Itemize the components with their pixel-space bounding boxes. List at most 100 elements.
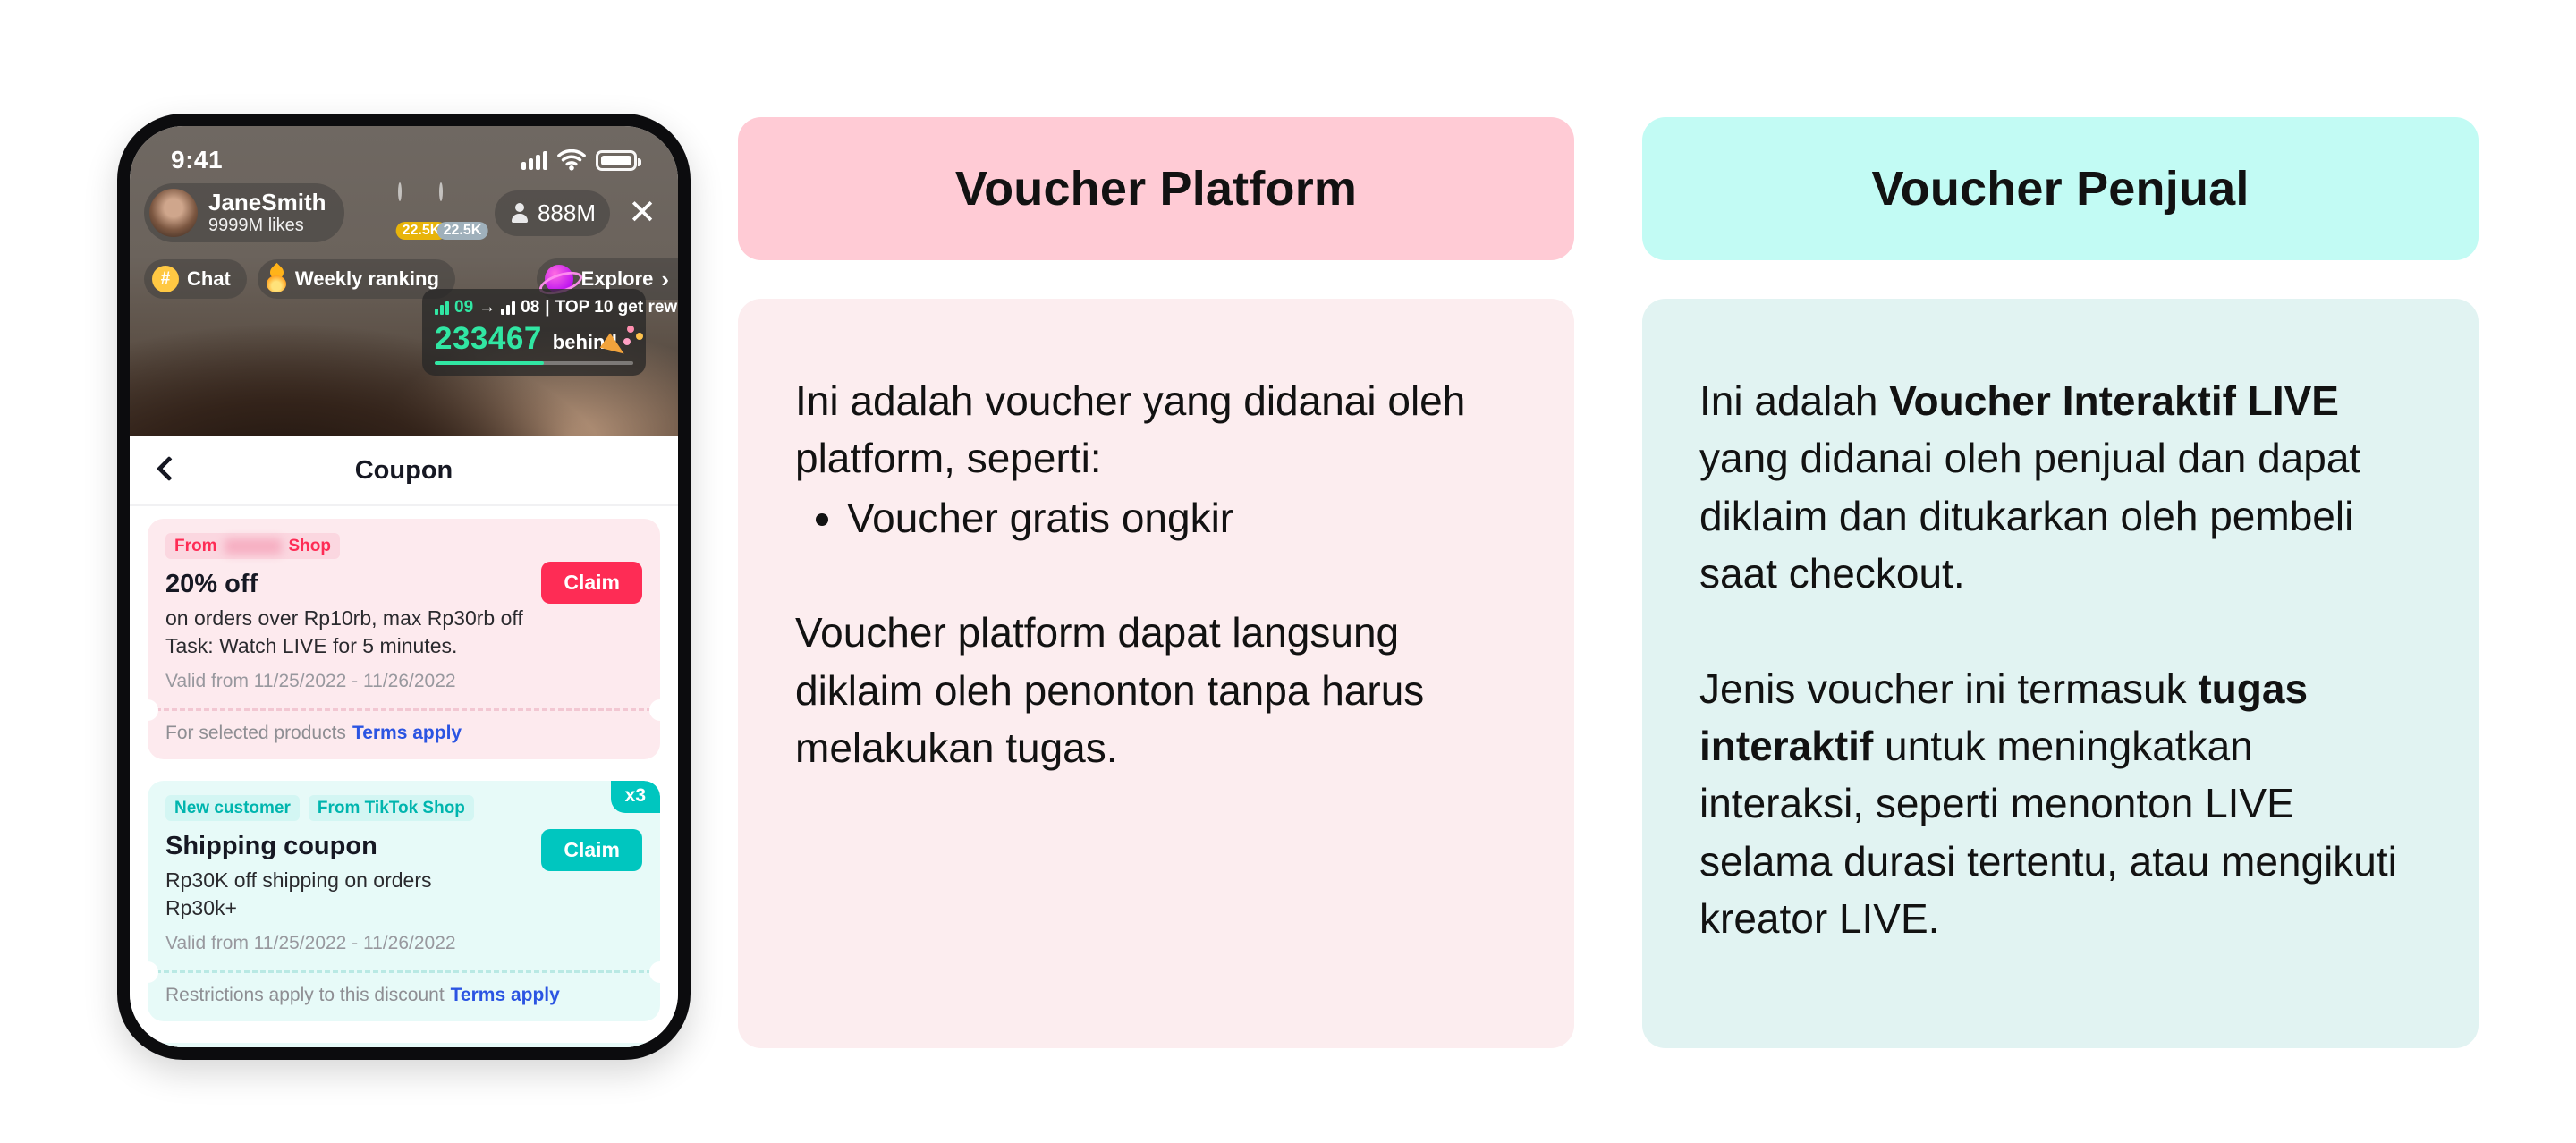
wifi-icon xyxy=(557,149,586,171)
coupon-header: Coupon xyxy=(130,436,678,506)
seller-p2-post: untuk meningkatkan interaksi, seperti me… xyxy=(1699,722,2397,943)
party-popper-icon xyxy=(599,322,637,360)
explore-label: Explore xyxy=(580,267,654,290)
creator-avatar[interactable] xyxy=(149,189,198,237)
seller-paragraph-1: Ini adalah Voucher Interaktif LIVE yang … xyxy=(1699,372,2421,603)
coupon-title: Coupon xyxy=(354,455,453,485)
coupon-1-divider xyxy=(148,699,660,722)
top-gifter-2-badge: 22.5K xyxy=(436,222,488,240)
coupon-1-desc-line1: on orders over Rp10rb, max Rp30rb off xyxy=(165,606,523,630)
live-nav-row: # Chat Weekly ranking Explore › xyxy=(144,258,678,300)
rank-gap-count: 233467 xyxy=(435,321,542,356)
chat-hash-icon: # xyxy=(152,266,179,292)
coupon-1-tags: From Shop xyxy=(165,533,642,559)
coupon-list: From Shop 20% off on orders over Rp10rb,… xyxy=(130,506,678,1047)
coupon-1-tag-from: From xyxy=(174,537,217,555)
seller-p1-bold: Voucher Interaktif LIVE xyxy=(1889,377,2339,424)
status-icons xyxy=(521,149,641,171)
top-gifter-2-avatar xyxy=(438,182,443,201)
weekly-ranking-pill[interactable]: Weekly ranking xyxy=(257,259,455,299)
chat-label: Chat xyxy=(187,267,231,290)
ranking-line2: 233467 behind xyxy=(435,321,633,357)
back-icon[interactable] xyxy=(156,455,182,482)
coupon-2-desc-line1: Rp30K off shipping on orders xyxy=(165,868,432,893)
notch-right xyxy=(649,961,660,984)
coupon-2-main: New customer From TikTok Shop Shipping c… xyxy=(148,781,660,970)
coupon-1-tag-shop: Shop xyxy=(288,537,332,555)
coupon-1-desc-line2: Task: Watch LIVE for 5 minutes. xyxy=(165,633,458,657)
top-gifter-1-avatar xyxy=(397,182,402,201)
coupon-1-validity: Valid from 11/25/2022 - 11/26/2022 xyxy=(165,671,456,692)
coupon-card-shipping: x3 New customer From TikTok Shop Shippin… xyxy=(148,781,660,1022)
seller-p2-bold: tugas interaktif xyxy=(1699,665,2309,769)
rank-separator: | xyxy=(545,298,550,317)
arrow-right-icon: → xyxy=(479,298,496,317)
top-gifter-1-badge: 22.5K xyxy=(395,222,447,240)
creator-likes: 9999M likes xyxy=(208,216,304,236)
platform-paragraph-2: Voucher platform dapat langsung diklaim … xyxy=(795,609,1425,771)
top-gifter-2[interactable]: 22.5K xyxy=(436,182,488,241)
top-gifters: 22.5K 22.5K xyxy=(395,182,488,241)
coupon-card-platform: From Shop 20% off on orders over Rp10rb,… xyxy=(148,519,660,760)
claim-button-platform[interactable]: Claim xyxy=(541,562,642,604)
seller-body-card: Ini adalah Voucher Interaktif LIVE yang … xyxy=(1642,299,2479,1048)
status-bar: 9:41 xyxy=(130,142,678,178)
battery-icon xyxy=(596,149,641,171)
coupon-2-desc: Rp30K off shipping on orders Rp30k+ xyxy=(165,867,642,921)
coupon-sheet: Coupon From Shop xyxy=(130,436,678,1047)
coupon-1-terms-link[interactable]: Terms apply xyxy=(352,723,462,744)
from-tiktok-shop-tag: From TikTok Shop xyxy=(308,795,474,822)
rank-bars-current-icon xyxy=(435,301,449,315)
platform-title-card: Voucher Platform xyxy=(738,117,1574,260)
viewer-count: 888M xyxy=(537,199,596,226)
live-video-background: 9:41 xyxy=(130,126,678,436)
flame-icon xyxy=(266,266,287,292)
rank-current: 09 xyxy=(454,298,474,317)
platform-paragraph-1: Ini adalah voucher yang didanai oleh pla… xyxy=(795,377,1466,482)
creator-pill[interactable]: JaneSmith 9999M likes xyxy=(144,183,344,242)
seller-p1-post: yang didanai oleh penjual dan dapat dikl… xyxy=(1699,435,2361,597)
planet-icon xyxy=(544,265,573,293)
seller-title: Voucher Penjual xyxy=(1871,162,2250,216)
coupon-card-partial xyxy=(148,1043,660,1047)
close-icon[interactable]: ✕ xyxy=(628,194,657,232)
coupon-2-tags: New customer From TikTok Shop xyxy=(165,795,642,822)
coupon-1-main: From Shop 20% off on orders over Rp10rb,… xyxy=(148,519,660,708)
coupon-2-desc-line2: Rp30k+ xyxy=(165,895,237,919)
top-gifter-1[interactable]: 22.5K xyxy=(395,182,447,241)
seller-p2-pre: Jenis voucher ini termasuk xyxy=(1699,665,2199,712)
phone-screen: 9:41 xyxy=(130,126,678,1047)
chevron-right-icon: › xyxy=(661,265,669,292)
coupon-1-title: 20% off xyxy=(165,570,258,598)
ranking-line1: 09 → 08 | TOP 10 get rew xyxy=(435,298,677,318)
coupon-1-shop-tag: From Shop xyxy=(165,533,340,559)
status-time: 9:41 xyxy=(171,146,224,174)
notch-left xyxy=(148,699,158,722)
redacted-shop-name xyxy=(224,538,282,555)
coupon-1-footer: For selected products Terms apply xyxy=(148,711,660,759)
rank-bars-next-icon xyxy=(501,301,516,315)
coupon-2-title: Shipping coupon xyxy=(165,832,377,861)
notch-left xyxy=(148,961,158,984)
rank-progress-bar xyxy=(435,361,633,365)
platform-body-card: Ini adalah voucher yang didanai oleh pla… xyxy=(738,299,1574,1048)
rank-next: 08 xyxy=(521,298,540,317)
live-header-right: 22.5K 22.5K 888M ✕ xyxy=(395,182,665,241)
coupon-1-footer-text: For selected products xyxy=(165,723,346,744)
claim-button-shipping[interactable]: Claim xyxy=(541,829,642,872)
coupon-2-divider xyxy=(148,961,660,984)
coupon-2-terms-link[interactable]: Terms apply xyxy=(450,985,560,1006)
phone-mockup: 9:41 xyxy=(117,114,691,1060)
creator-name: JaneSmith xyxy=(208,189,326,216)
rank-prize: TOP 10 get rew xyxy=(555,298,678,317)
multiplier-badge: x3 xyxy=(610,781,660,814)
coupon-1-desc: on orders over Rp10rb, max Rp30rb off Ta… xyxy=(165,605,642,659)
ranking-widget[interactable]: 09 → 08 | TOP 10 get rew 233467 behind xyxy=(422,289,677,376)
seller-paragraph-2: Jenis voucher ini termasuk tugas interak… xyxy=(1699,660,2421,948)
platform-title: Voucher Platform xyxy=(954,162,1358,216)
chat-pill[interactable]: # Chat xyxy=(144,259,247,299)
viewer-count-pill[interactable]: 888M xyxy=(494,190,610,236)
seller-p1-pre: Ini adalah xyxy=(1699,377,1890,424)
